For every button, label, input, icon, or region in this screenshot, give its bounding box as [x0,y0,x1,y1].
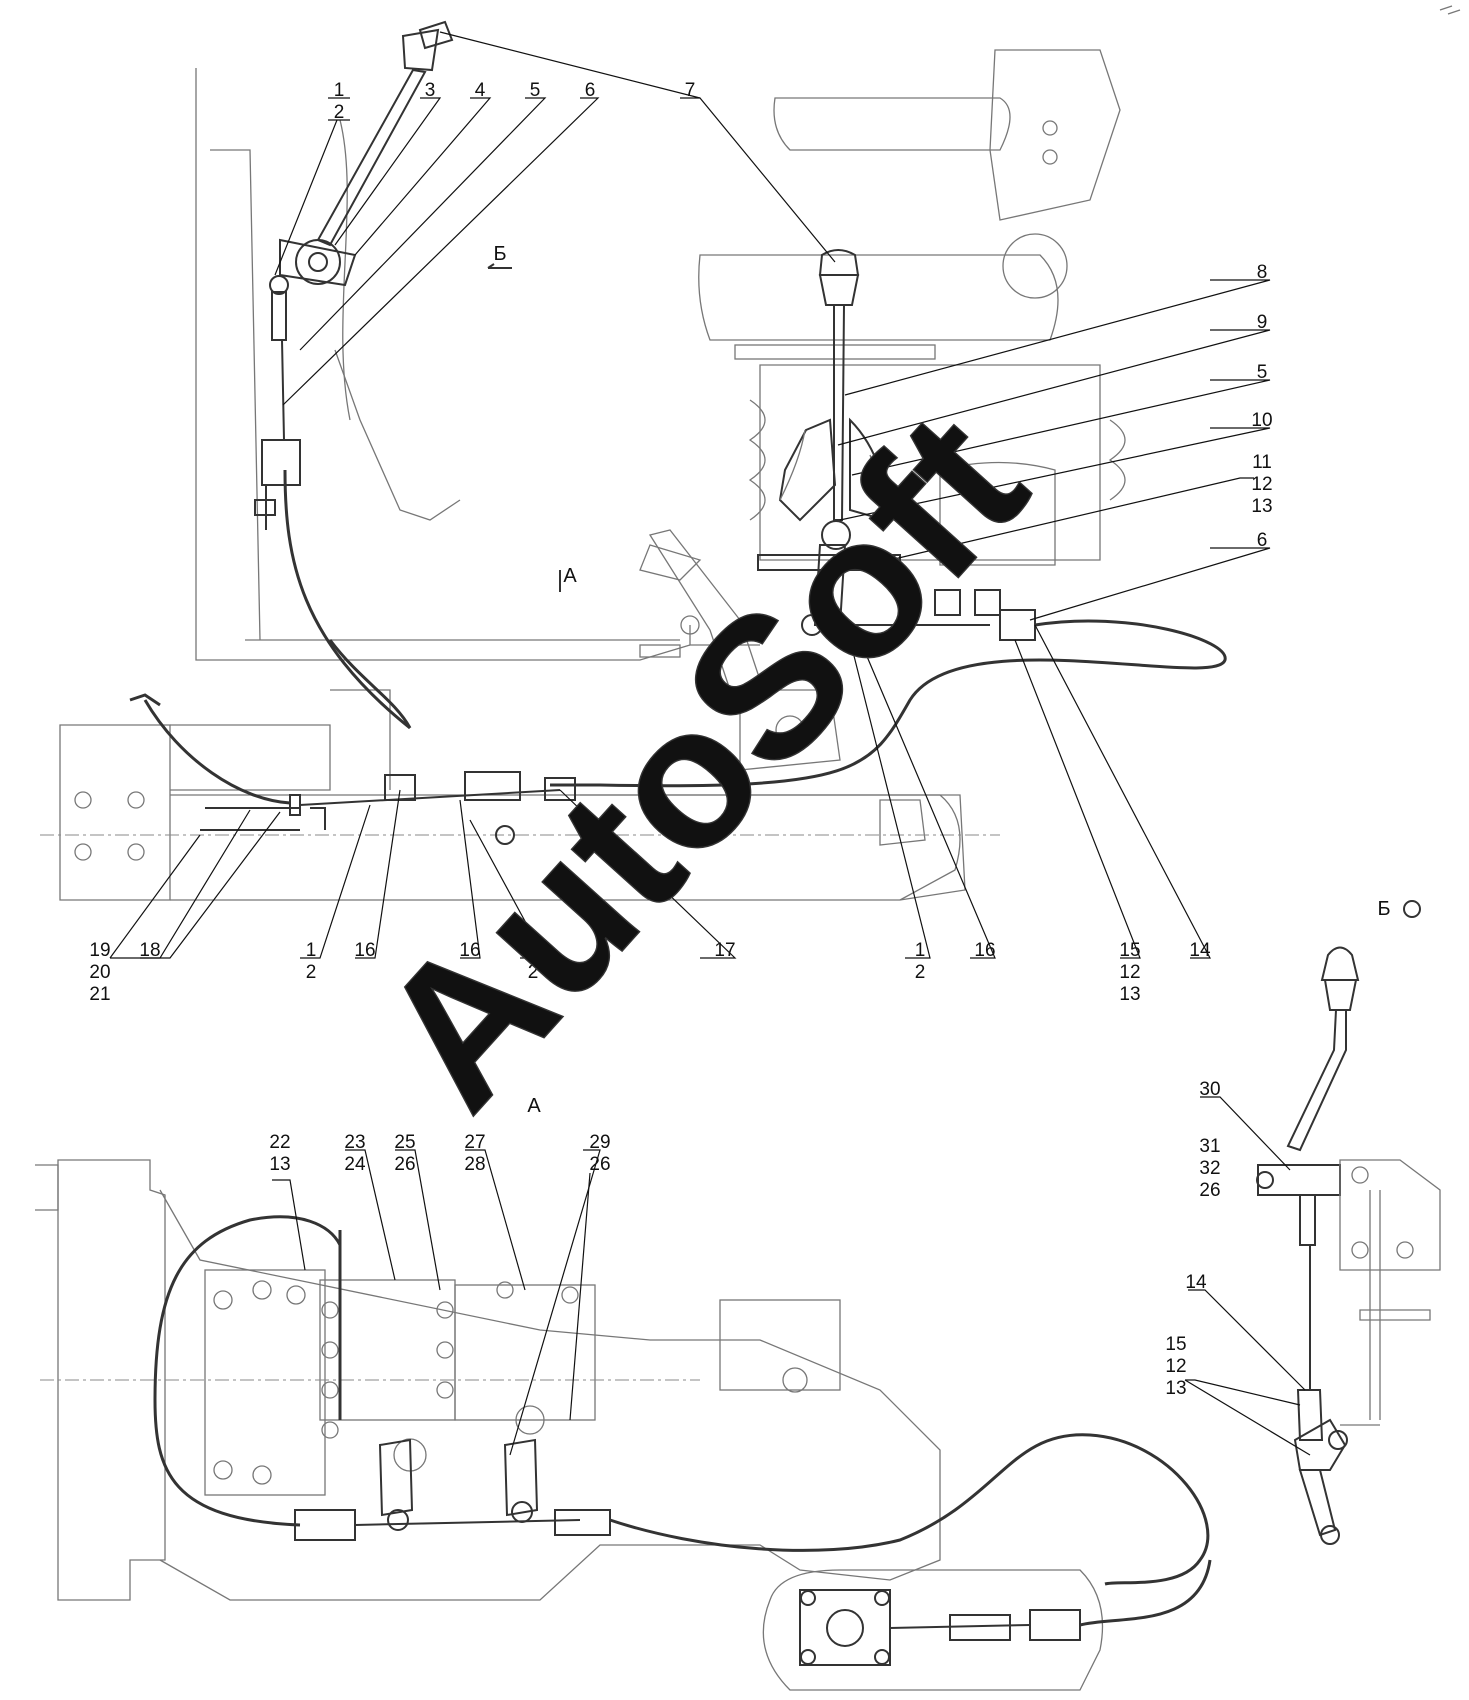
callout-6b: 6 [1257,530,1268,551]
callout-20: 20 [89,962,110,983]
callout-16b: 16 [459,940,480,961]
callout-25: 25 [394,1132,415,1153]
view-a-cable [153,1215,1210,1586]
callout-30: 30 [1199,1079,1220,1100]
callouts-view-b: 30 31 32 26 14 15 12 13 [1165,1079,1220,1399]
callouts-view-a: 22 13 23 24 25 26 27 28 29 26 [269,1132,610,1175]
watermark: AutoSoft [336,372,1068,1150]
callout-18: 18 [139,940,160,961]
callout-29: 29 [589,1132,610,1153]
callout-26b: 26 [589,1154,610,1175]
watermark-text: AutoSoft [336,372,1067,1149]
callout-5: 5 [530,80,541,101]
callout-23: 23 [344,1132,365,1153]
callout-26c: 26 [1199,1180,1220,1201]
callouts-bottom-row: 19 20 21 18 1 2 16 16 1 2 17 1 2 16 15 1… [89,940,1211,1005]
linkage-rods [200,771,576,845]
callout-26: 26 [394,1154,415,1175]
callout-2: 2 [334,102,345,123]
callout-10: 10 [1251,410,1272,431]
leader-lines [109,31,1311,1456]
callout-11: 11 [1252,452,1272,473]
callout-12: 12 [1251,474,1272,495]
callout-13c: 13 [269,1154,290,1175]
callout-4: 4 [475,80,486,101]
callout-7: 7 [685,80,696,101]
callout-15b: 15 [1165,1334,1186,1355]
callouts-right: 8 9 5 10 11 12 13 6 [1251,262,1272,551]
view-b-marker: Б [493,243,506,265]
callout-13: 13 [1251,496,1272,517]
view-a-marker: А [563,565,577,587]
callout-13d: 13 [1165,1378,1186,1399]
callouts-top: 1 2 3 4 5 6 7 [334,80,696,123]
cable-left-run [129,439,412,805]
corner-mark [1439,5,1461,15]
callout-2c: 2 [528,962,539,983]
view-b-title: Б [1377,898,1390,920]
callout-12c: 12 [1165,1356,1186,1377]
callout-28: 28 [464,1154,485,1175]
callout-31: 31 [1199,1136,1220,1157]
steering-column [639,529,761,691]
callout-19: 19 [89,940,110,961]
callout-8: 8 [1257,262,1268,283]
view-a-remote-bracket [762,1559,1212,1691]
callout-12b: 12 [1119,962,1140,983]
view-b-lever [1256,946,1441,1545]
callout-14b: 14 [1185,1272,1207,1293]
callout-3: 3 [425,80,436,101]
callout-6: 6 [585,80,596,101]
callout-16a: 16 [354,940,375,961]
callout-1: 1 [334,80,345,101]
callout-14: 14 [1189,940,1211,961]
view-labels: Б А А Б [487,243,1421,1117]
cab-floor-outline [195,68,691,661]
callout-17: 17 [714,940,735,961]
view-a-title: А [527,1095,541,1117]
callout-27: 27 [464,1132,485,1153]
callout-5b: 5 [1257,362,1268,383]
operator-seat [698,49,1126,566]
callout-21: 21 [89,984,110,1005]
callout-24: 24 [344,1154,366,1175]
callout-9: 9 [1257,312,1268,333]
callout-13b: 13 [1119,984,1140,1005]
callout-2d: 2 [915,962,926,983]
rotation-icon [1403,900,1421,918]
callout-16c: 16 [974,940,995,961]
callout-2b: 2 [306,962,317,983]
callout-1b: 1 [306,940,317,961]
callout-32: 32 [1199,1158,1220,1179]
callout-1c: 1 [528,940,539,961]
cable-right-run [550,589,1227,788]
view-a-housing [35,1159,941,1601]
callout-22: 22 [269,1132,290,1153]
callout-1d: 1 [915,940,926,961]
callout-15: 15 [1119,940,1140,961]
